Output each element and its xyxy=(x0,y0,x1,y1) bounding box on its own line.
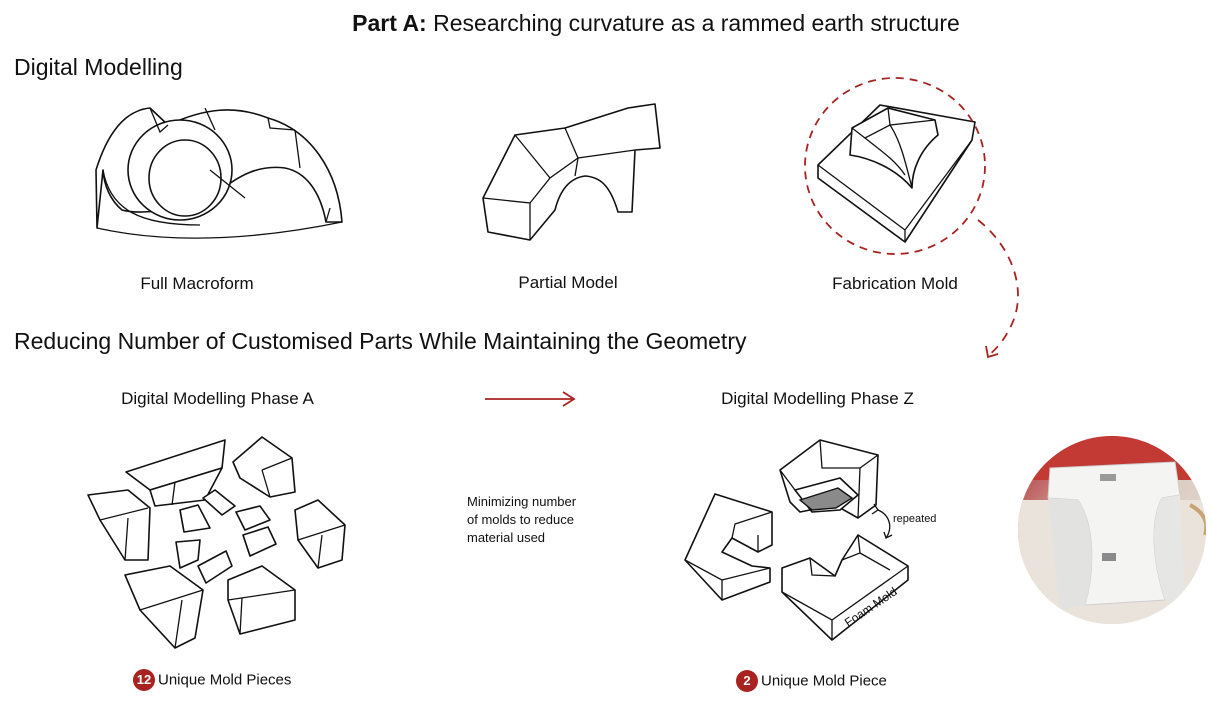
phase-a-count-badge: 12 xyxy=(133,669,155,691)
title-bold: Part A: xyxy=(352,10,427,36)
minimizing-line-3: material used xyxy=(467,530,546,545)
section-reducing-parts: Reducing Number of Customised Parts Whil… xyxy=(14,328,747,354)
phase-a-count-label: Unique Mold Pieces xyxy=(158,671,292,689)
caption-phase-z: Digital Modelling Phase Z xyxy=(721,389,914,408)
minimizing-note: Minimizing number of molds to reduce mat… xyxy=(467,493,576,547)
caption-partial-model: Partial Model xyxy=(518,273,618,292)
minimizing-line-2: of molds to reduce xyxy=(467,512,574,527)
phase-z-mold-pieces xyxy=(684,439,909,641)
phase-z-count-badge: 2 xyxy=(736,670,758,692)
caption-full-macroform: Full Macroform xyxy=(140,274,254,293)
section-digital-modelling: Digital Modelling xyxy=(14,54,183,80)
full-macroform-drawing xyxy=(95,107,343,239)
minimizing-line-1: Minimizing number xyxy=(467,494,577,509)
caption-fabrication-mold: Fabrication Mold xyxy=(832,274,958,293)
partial-model-drawing xyxy=(482,103,661,241)
title-rest: Researching curvature as a rammed earth … xyxy=(426,10,960,36)
fabrication-mold-drawing xyxy=(804,77,1019,359)
repeated-label: repeated xyxy=(893,513,937,525)
phase-arrow xyxy=(485,391,576,407)
foam-mold-photo xyxy=(1018,436,1206,624)
page-title: Part A: Researching curvature as a ramme… xyxy=(0,10,1212,37)
phase-z-count-label: Unique Mold Piece xyxy=(761,672,887,690)
phase-a-mold-pieces xyxy=(87,436,346,649)
caption-phase-a: Digital Modelling Phase A xyxy=(121,389,314,408)
